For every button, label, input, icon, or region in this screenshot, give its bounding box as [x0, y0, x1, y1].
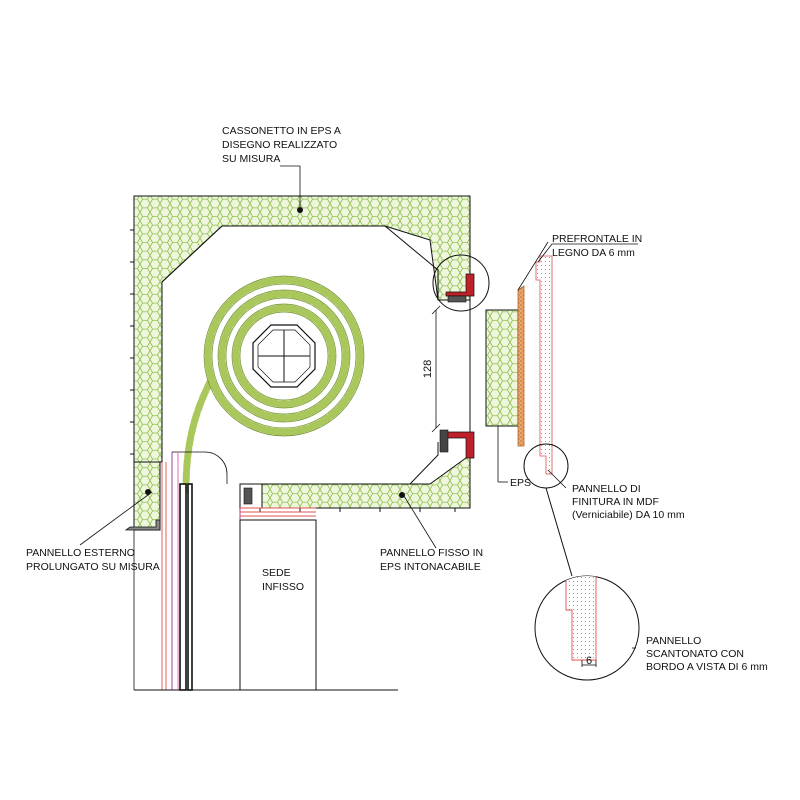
dimension-128: 128: [422, 305, 441, 433]
edge-detail: 6: [534, 575, 640, 681]
sede-infisso-block: [239, 519, 317, 691]
upper-detail-circle: [432, 254, 490, 312]
label-cassonetto: CASSONETTO IN EPS A DISEGNO REALIZZATO S…: [222, 125, 343, 165]
label-eps: EPS: [510, 477, 531, 489]
label-pannello-esterno: PANNELLO ESTERNO PROLUNGATO SU MISURA: [26, 547, 160, 573]
rolled-shutter: [182, 276, 364, 494]
roller-axle-octagon: [252, 324, 316, 388]
edge-dimension-label: 6: [586, 655, 592, 667]
dimension-128-label: 128: [422, 360, 434, 378]
rolled-shutter-outline: [203, 275, 365, 437]
frame-top-piece: [239, 483, 316, 517]
label-pannello-fisso: PANNELLO FISSO IN EPS INTONACABILE: [380, 547, 486, 573]
guide-rails: [161, 451, 241, 691]
eps-panel-block: [485, 309, 519, 427]
label-sede-infisso: SEDE INFISSO: [262, 567, 304, 593]
lower-profile: [439, 429, 475, 459]
lower-left-profile: [124, 519, 161, 531]
label-prefrontale: PREFRONTALE IN LEGNO DA 6 mm: [552, 233, 645, 259]
casing-serration: [130, 229, 456, 512]
prefrontale-wood: [517, 285, 525, 447]
casing-cavity-outline: [161, 225, 439, 485]
leader-lines: [79, 165, 638, 649]
upper-profile: [445, 273, 475, 303]
label-pannello-scantonato: PANNELLO SCANTONATO CON BORDO A VISTA DI…: [646, 635, 768, 673]
label-pannello-finitura: PANNELLO DI FINITURA IN MDF (Verniciabil…: [572, 483, 685, 521]
mdf-panel: [535, 255, 553, 475]
